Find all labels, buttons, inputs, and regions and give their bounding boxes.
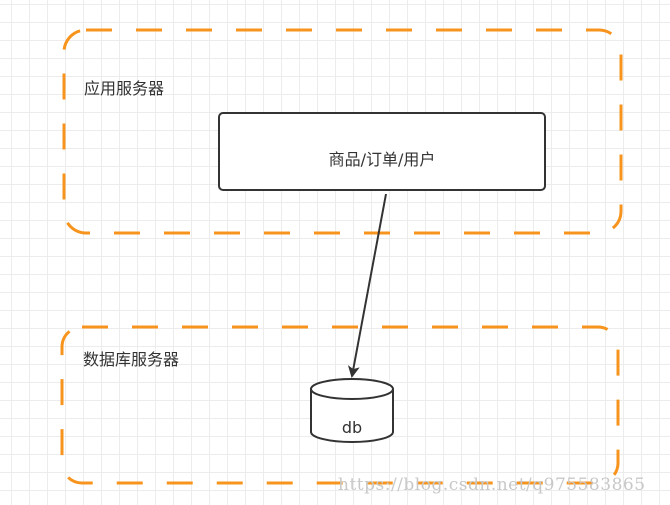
app-server-group[interactable] (62, 28, 623, 235)
service-node[interactable] (218, 112, 546, 191)
db-node-label: db (341, 418, 363, 437)
app-server-label: 应用服务器 (84, 79, 165, 98)
db-server-label: 数据库服务器 (83, 350, 180, 369)
db-server-group[interactable] (60, 325, 620, 485)
watermark: https://blog.csdn.net/q975583865 (338, 475, 646, 495)
connector-arrow[interactable] (347, 193, 387, 378)
db-cylinder[interactable] (310, 378, 394, 443)
service-node-label: 商品/订单/用户 (328, 150, 436, 169)
